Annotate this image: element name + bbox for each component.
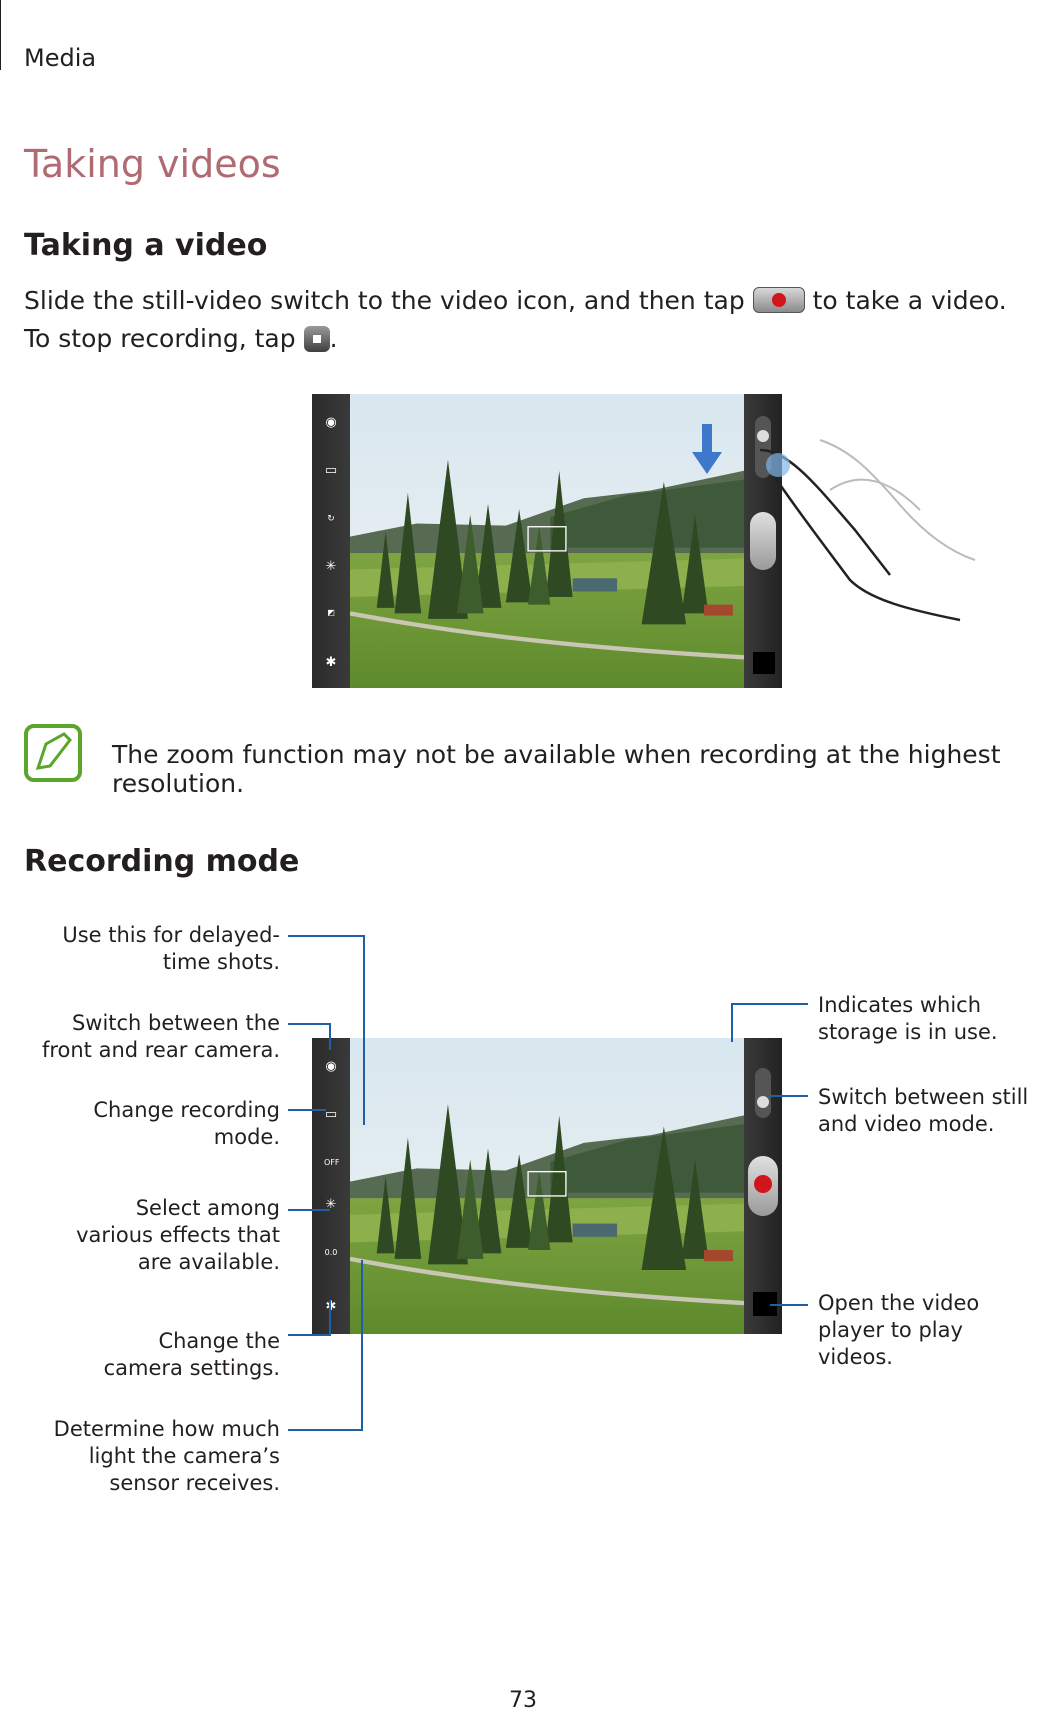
camera-right-toolbar: [744, 394, 782, 688]
callout-storage: Indicates which storage is in use.: [818, 993, 998, 1044]
record-dot-icon: [754, 1175, 772, 1193]
callout-settings: Change the camera settings.: [103, 1329, 280, 1380]
callout-switch-camera: Switch between the front and rear camera…: [41, 1011, 280, 1062]
callout-player: Open the video player to play videos.: [818, 1291, 980, 1369]
switch-camera-icon: ◉: [325, 415, 337, 430]
heading-recording-mode: Recording mode: [24, 844, 300, 879]
rec-mode-icon: ▭: [324, 463, 338, 478]
switch-knob: [757, 430, 769, 442]
gallery-thumbnail[interactable]: [753, 652, 775, 674]
line-delayed: [288, 935, 365, 1125]
paragraph-text-2: to take a video. To stop recording, tap: [24, 286, 1007, 353]
hand-gesture-illustration: [760, 439, 976, 622]
camera-screenshot-2: ◉ ▭ OFF ✳ 0.0 ✱: [312, 1038, 782, 1334]
timer-icon-2[interactable]: OFF: [324, 1158, 340, 1167]
callout-effects: Select among various effects that are av…: [76, 1196, 280, 1274]
line-storage: [731, 1003, 808, 1042]
line-settings: [288, 1300, 331, 1336]
note-text: The zoom function may not be available w…: [112, 740, 1001, 798]
exposure-icon: ◩: [327, 608, 335, 617]
callout-rec-mode: Change recording mode.: [93, 1098, 280, 1149]
heading-taking-a-video: Taking a video: [24, 228, 268, 263]
effects-icon-2[interactable]: ✳: [325, 1197, 337, 1212]
switch-knob-2: [757, 1096, 769, 1108]
camera-left-toolbar: ◉ ▭ ↻ ✳ ◩ ✱: [312, 394, 350, 688]
line-switch-camera: [288, 1023, 331, 1050]
shutter-button[interactable]: [750, 512, 776, 570]
camera-screenshot-1: ◉ ▭ ↻ ✳ ◩ ✱: [312, 394, 782, 688]
section-name: Media: [24, 44, 97, 72]
page-title: Taking videos: [24, 142, 281, 186]
camera-preview-scene: [350, 394, 744, 688]
line-exposure: [288, 1260, 363, 1431]
taking-video-paragraph: Slide the still-video switch to the vide…: [24, 282, 1024, 358]
rec-mode-icon-2[interactable]: ▭: [324, 1107, 338, 1122]
switch-camera-icon-2[interactable]: ◉: [325, 1059, 337, 1074]
callout-delayed: Use this for delayed-time shots.: [62, 923, 280, 974]
callout-lines: [288, 935, 808, 1431]
paragraph-text-3: .: [329, 324, 338, 353]
record-button-icon: [752, 287, 805, 313]
exposure-icon-2[interactable]: 0.0: [324, 1248, 338, 1257]
settings-icon: ✱: [325, 655, 337, 670]
effects-icon: ✳: [325, 559, 337, 574]
stop-button-icon: [303, 326, 330, 352]
paragraph-text-1: Slide the still-video switch to the vide…: [24, 286, 745, 315]
camera-right-toolbar-2: [744, 1038, 782, 1334]
header-rule: [0, 0, 1, 70]
timer-icon: ↻: [327, 514, 335, 524]
camera-left-toolbar-2: ◉ ▭ OFF ✳ 0.0 ✱: [312, 1038, 350, 1334]
callout-exposure: Determine how much light the camera’s se…: [53, 1417, 280, 1495]
note-icon: [24, 724, 82, 782]
callout-still-video: Switch between still and video mode.: [818, 1085, 1029, 1136]
page-number: 73: [509, 1688, 537, 1713]
